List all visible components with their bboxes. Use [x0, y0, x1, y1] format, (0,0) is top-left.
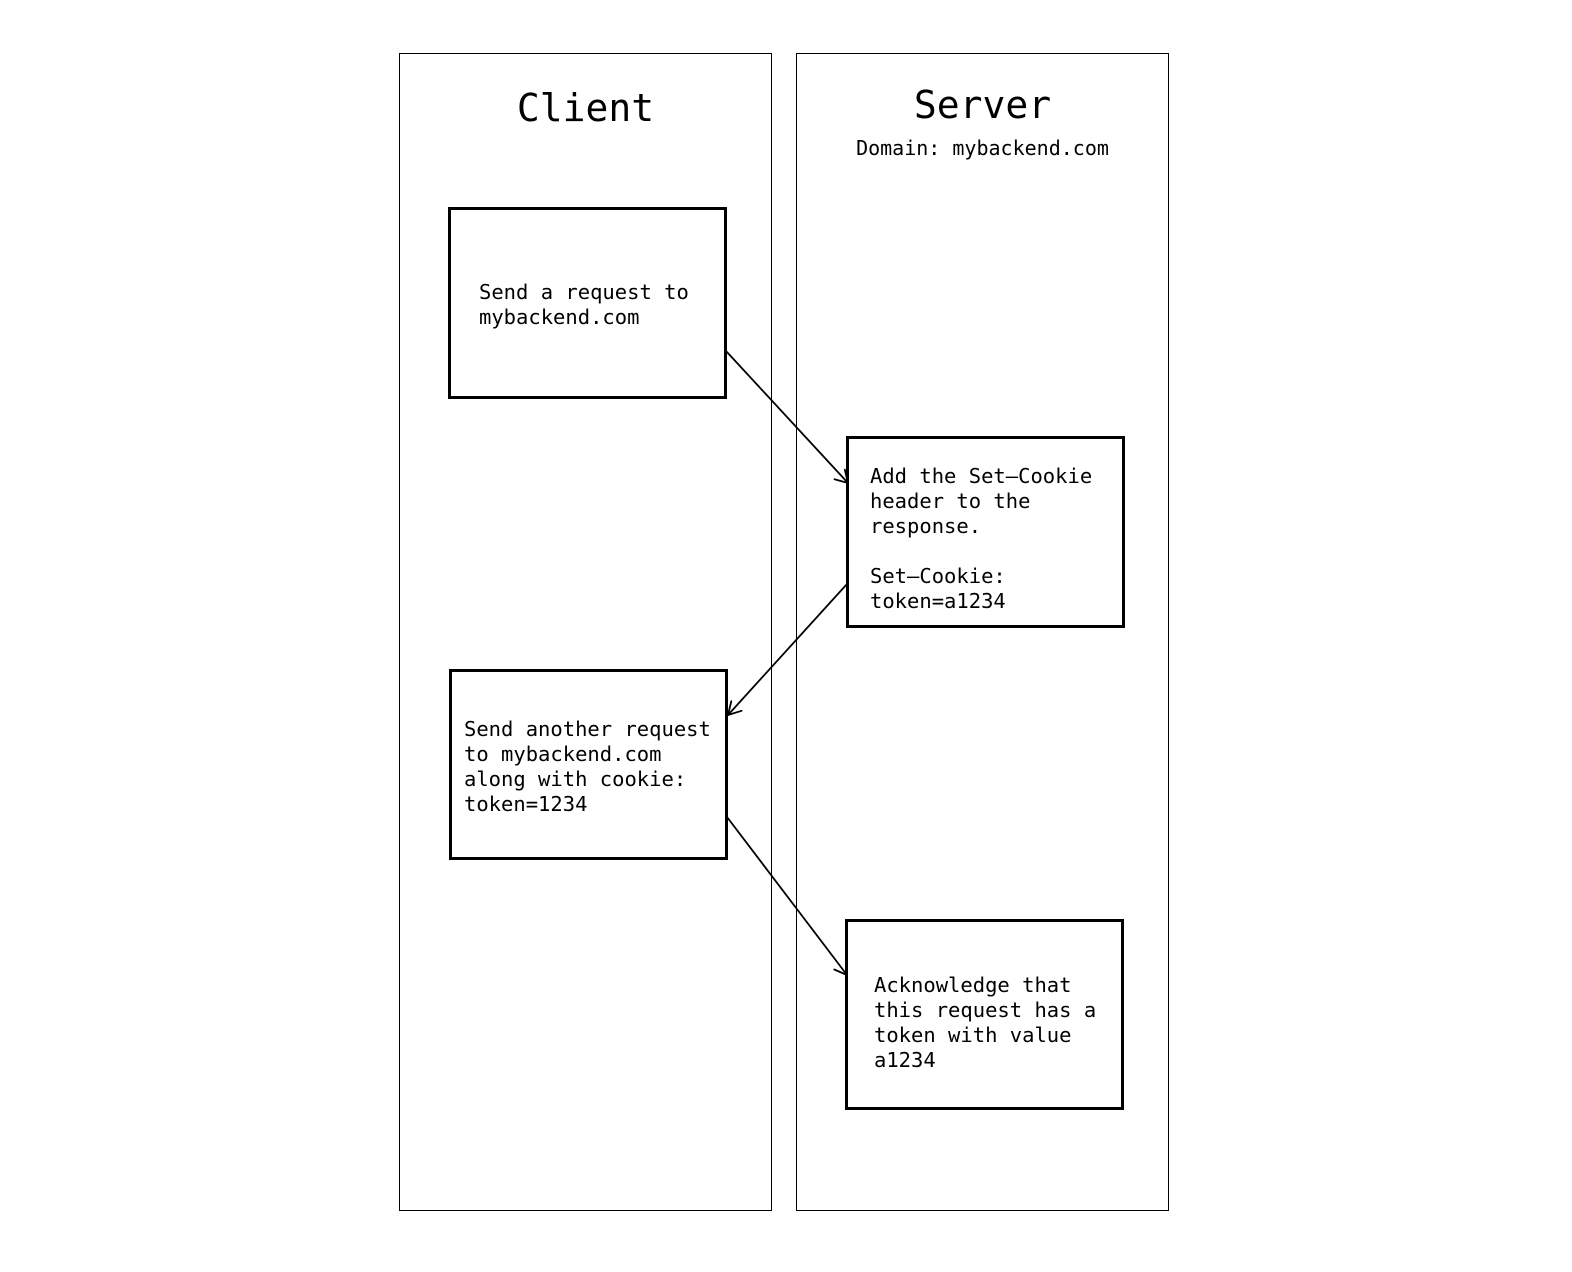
send-another-request-step-text: Send another request to mybackend.com al…	[464, 717, 711, 816]
send-another-request-step: Send another request to mybackend.com al…	[449, 669, 728, 860]
set-cookie-step-text: Add the Set–Cookie header to the respons…	[870, 464, 1093, 613]
acknowledge-step-text: Acknowledge that this request has a toke…	[874, 973, 1097, 1072]
server-lane-title: Server	[913, 83, 1052, 127]
client-lane-title: Client	[516, 86, 655, 130]
server-domain-label: Domain: mybackend.com	[856, 136, 1109, 160]
send-request-step-text: Send a request to mybackend.com	[479, 280, 689, 329]
acknowledge-step: Acknowledge that this request has a toke…	[845, 919, 1124, 1110]
send-request-step: Send a request to mybackend.com	[448, 207, 727, 399]
set-cookie-step: Add the Set–Cookie header to the respons…	[846, 436, 1125, 628]
